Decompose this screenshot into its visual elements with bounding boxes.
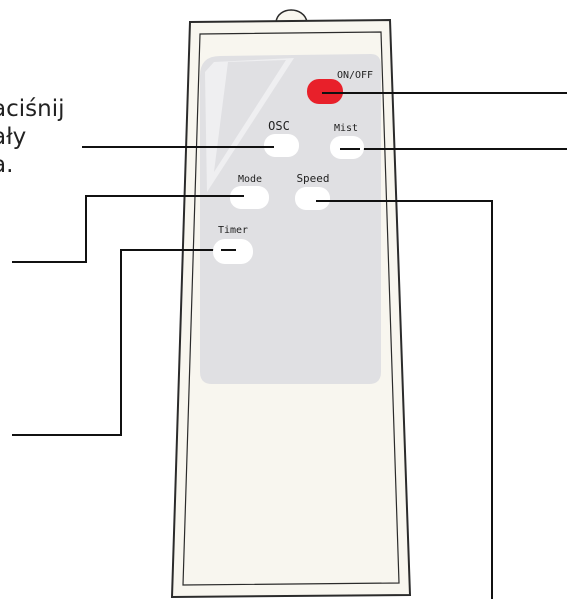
osc-label: OSC — [268, 119, 290, 133]
speed-button[interactable] — [295, 187, 330, 210]
timer-label: Timer — [218, 225, 248, 236]
mist-label: Mist — [334, 123, 358, 134]
timer-button[interactable] — [213, 239, 253, 264]
speed-label: Speed — [296, 172, 329, 185]
mode-button[interactable] — [230, 186, 269, 209]
on-off-button[interactable] — [307, 79, 343, 104]
mist-button[interactable] — [330, 136, 364, 159]
mode-label: Mode — [238, 174, 262, 185]
on-off-label: ON/OFF — [337, 70, 373, 81]
osc-button[interactable] — [264, 134, 299, 157]
